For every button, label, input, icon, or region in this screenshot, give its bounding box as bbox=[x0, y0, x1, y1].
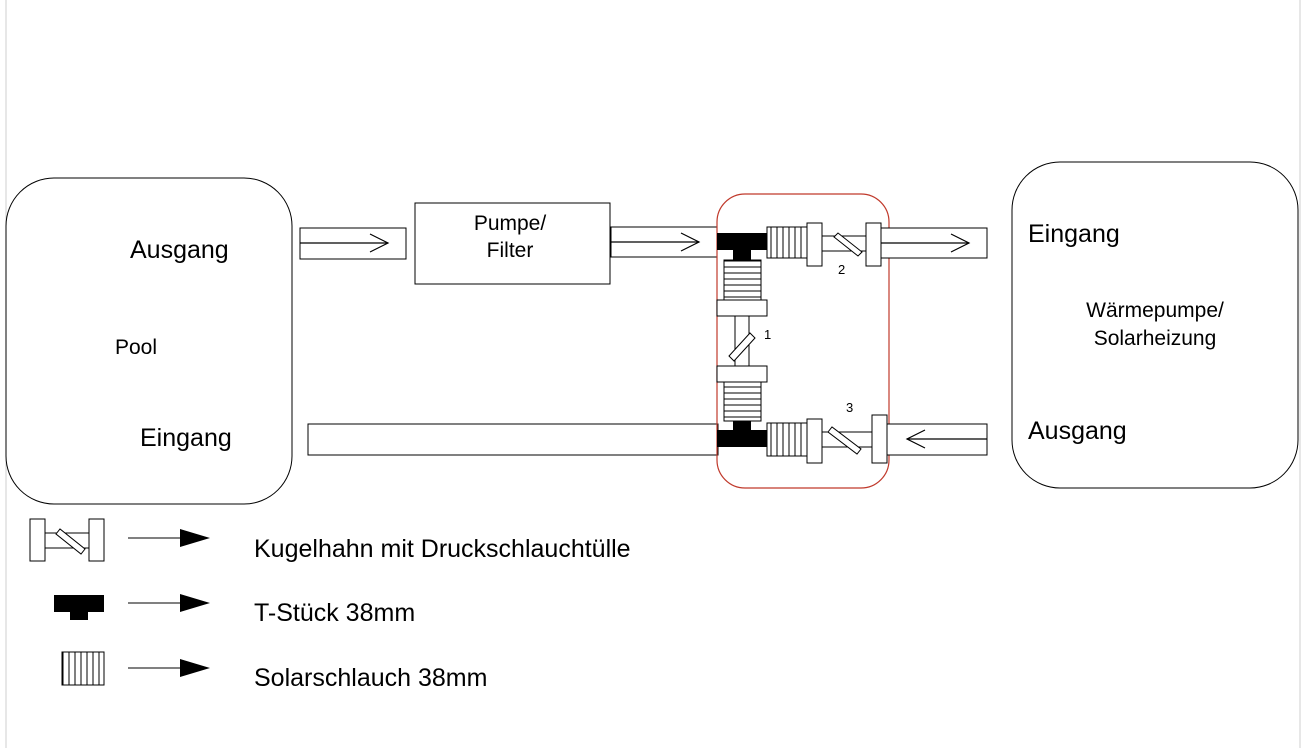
pump-label-line2: Filter bbox=[487, 239, 534, 262]
heater-inlet-label: Eingang bbox=[1028, 220, 1120, 248]
pipe-return-to-pool bbox=[307, 423, 719, 456]
bypass-highlight bbox=[716, 193, 890, 489]
hose-vertical-top bbox=[723, 259, 762, 301]
ball-valve-2: 2 bbox=[806, 222, 882, 277]
legend-ball-valve-label: Kugelhahn mit Druckschlauchtülle bbox=[254, 535, 631, 563]
pump-label-line1: Pumpe/ bbox=[474, 212, 547, 235]
legend-hose-icon bbox=[61, 651, 105, 686]
legend-hose-label: Solarschlauch 38mm bbox=[254, 664, 487, 692]
hose-vertical-bottom bbox=[723, 380, 762, 422]
pool-name-label: Pool bbox=[115, 336, 157, 359]
valve-1-number: 1 bbox=[764, 327, 771, 342]
tee-bottom bbox=[717, 421, 767, 447]
valve-2-number: 2 bbox=[838, 262, 845, 277]
tee-top bbox=[717, 233, 767, 260]
legend-tee-label: T-Stück 38mm bbox=[254, 599, 415, 627]
hose-top-horizontal bbox=[766, 226, 808, 259]
heater-box: Eingang Wärmepumpe/ Solarheizung Ausgang bbox=[1011, 161, 1299, 489]
pump-filter-box: Pumpe/ Filter bbox=[414, 202, 611, 285]
pipe-pump-to-tee bbox=[610, 226, 718, 258]
legend-tee-icon bbox=[54, 595, 104, 620]
pool-outlet-label: Ausgang bbox=[130, 236, 229, 264]
hose-bottom-horizontal bbox=[766, 422, 808, 457]
pipe-to-heater bbox=[880, 227, 988, 259]
legend-arrow-3 bbox=[128, 659, 210, 677]
heater-outlet-label: Ausgang bbox=[1028, 417, 1127, 445]
pipe-from-heater bbox=[886, 423, 988, 456]
pipe-pool-to-pump bbox=[299, 227, 407, 260]
pool-box: Ausgang Pool Eingang bbox=[5, 177, 293, 505]
heater-label-line2: Solarheizung bbox=[1094, 327, 1217, 350]
legend: Kugelhahn mit Druckschlauchtülle T-Stück… bbox=[29, 518, 631, 692]
legend-ball-valve-icon bbox=[29, 518, 105, 562]
ball-valve-3: 3 bbox=[806, 400, 888, 464]
pool-inlet-label: Eingang bbox=[140, 424, 232, 452]
valve-3-number: 3 bbox=[846, 400, 853, 415]
legend-arrow-2 bbox=[128, 594, 210, 612]
heater-label-line1: Wärmepumpe/ bbox=[1086, 299, 1224, 322]
ball-valve-1: 1 bbox=[716, 299, 771, 383]
legend-arrow-1 bbox=[128, 529, 210, 547]
